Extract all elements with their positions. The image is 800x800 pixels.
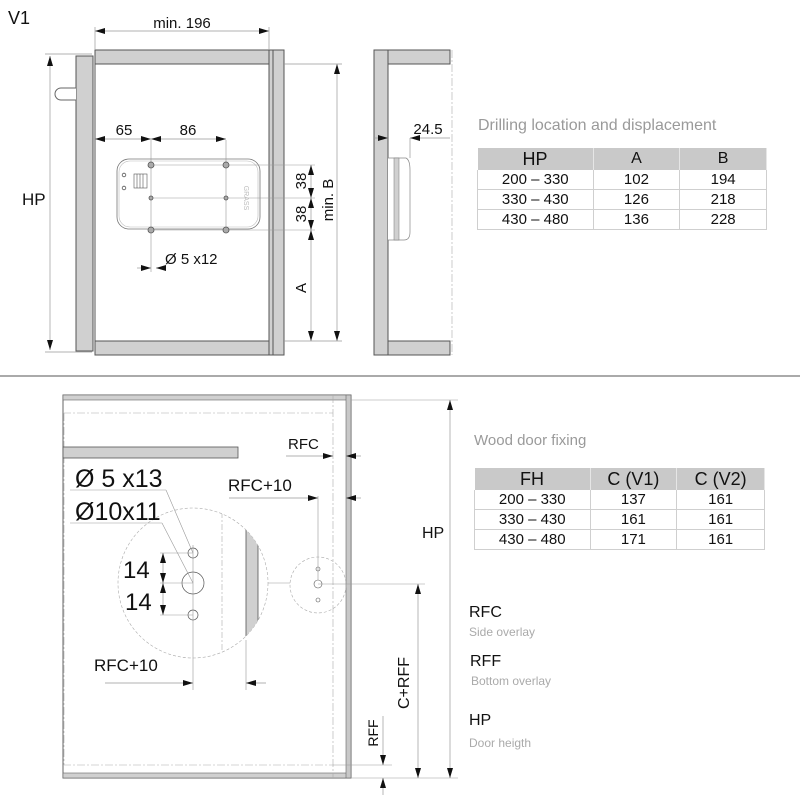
hole-spec: Ø 5 x12	[165, 251, 218, 268]
col-fh: FH	[474, 468, 591, 490]
cell: 194	[679, 170, 767, 190]
dim-38-upper: 38	[293, 173, 310, 190]
dim-38-lower: 38	[293, 206, 310, 223]
side-offset-label: 24.5	[413, 121, 442, 138]
legend-desc-rff-text: Bottom overlay	[471, 674, 552, 688]
legend-key-rff: RFF	[470, 653, 502, 670]
dim-min-b: min. B	[320, 179, 337, 222]
cell: 200 – 330	[477, 170, 594, 190]
cell: 200 – 330	[474, 490, 591, 510]
drilling-table-title: Drilling location and displacement	[478, 117, 717, 134]
hole-small-spec: Ø 5 x13	[75, 465, 163, 493]
cell: 137	[590, 490, 678, 510]
rfc-plus-10-upper: RFC+10	[228, 476, 292, 495]
handle	[54, 87, 76, 101]
cell: 430 – 480	[474, 529, 591, 550]
col-c-v1: C (V1)	[590, 468, 678, 490]
table-header: FH C (V1) C (V2)	[474, 468, 765, 490]
brand-logo: GRASS	[242, 186, 249, 211]
cell: 430 – 480	[477, 209, 594, 230]
door-panel	[75, 55, 94, 352]
top-dimensions	[45, 27, 342, 353]
shelf	[62, 446, 239, 459]
hole-large-spec: Ø10x11	[75, 498, 161, 526]
col-c-v2: C (V2)	[676, 468, 765, 490]
cabinet-side-view	[373, 49, 453, 356]
hp-label: HP	[22, 190, 46, 209]
legend-key-hp: HP	[469, 712, 492, 729]
col-a: A	[593, 148, 681, 170]
dim-14-upper: 14	[123, 557, 150, 584]
rff-label: RFF	[365, 719, 381, 746]
legend-desc-rfc: Side overlay	[469, 625, 536, 639]
dim-86: 86	[180, 122, 197, 139]
cell: 136	[593, 209, 681, 230]
cell: 102	[593, 170, 681, 190]
legend-desc-hp: Door heigth	[469, 736, 532, 750]
cell: 330 – 430	[474, 509, 591, 530]
cell: 161	[676, 490, 765, 510]
cell: 161	[676, 529, 765, 550]
c-rff-label: C+RFF	[396, 657, 413, 709]
bottom-dimensions	[105, 400, 453, 795]
cabinet-front-view	[54, 49, 285, 356]
bottom-shelf	[94, 340, 270, 356]
cell: 330 – 430	[477, 189, 594, 210]
cell: 161	[590, 509, 678, 530]
wood-table-title: Wood door fixing	[474, 432, 587, 449]
side-panel	[268, 49, 285, 356]
dim-a: A	[293, 283, 310, 293]
col-b: B	[679, 148, 767, 170]
col-hp: HP	[477, 148, 594, 170]
cell: 126	[593, 189, 681, 210]
cell: 228	[679, 209, 767, 230]
dim-65: 65	[116, 122, 133, 139]
dim-14-lower: 14	[125, 589, 152, 616]
hp-dim-label: HP	[422, 525, 444, 542]
cell: 161	[676, 509, 765, 530]
view-label: V1	[8, 8, 30, 28]
min-width-label: min. 196	[153, 15, 211, 32]
mounting-plate: GRASS	[116, 140, 315, 272]
rfc-label: RFC	[288, 436, 319, 453]
wood-door-view	[62, 394, 458, 779]
cell: 218	[679, 189, 767, 210]
rfc-plus-10-lower: RFC+10	[94, 656, 158, 675]
legend-key-rfc: RFC	[469, 604, 502, 621]
cell: 171	[590, 529, 678, 550]
top-shelf	[94, 49, 270, 65]
table-header: HP A B	[477, 148, 767, 170]
